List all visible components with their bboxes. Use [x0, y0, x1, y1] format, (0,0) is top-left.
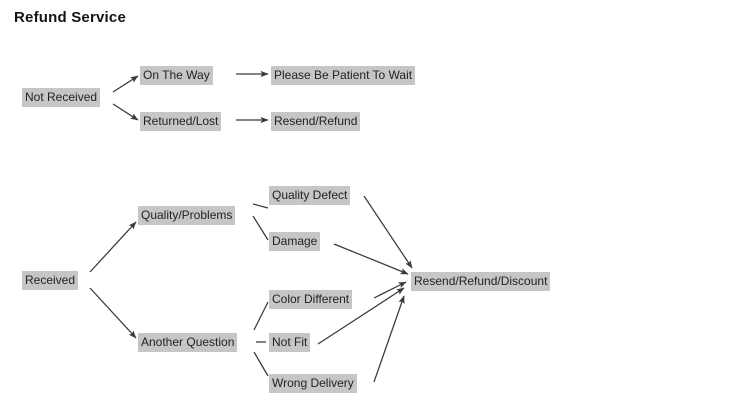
- node-on-the-way[interactable]: On The Way: [140, 66, 213, 85]
- node-not-received[interactable]: Not Received: [22, 88, 101, 107]
- edge-not-received-to-returned-lost: [112, 103, 139, 121]
- edge-not-received-to-on-the-way: [112, 75, 139, 93]
- edge-quality-problems-to-quality-defect: [252, 203, 269, 209]
- edge-another-question-to-wrong-delivery: [253, 351, 269, 377]
- edge-another-question-to-color-different: [253, 301, 269, 331]
- node-returned-lost[interactable]: Returned/Lost: [140, 112, 222, 131]
- node-received[interactable]: Received: [22, 271, 79, 290]
- node-please-be-patient-to-wait[interactable]: Please Be Patient To Wait: [271, 66, 416, 85]
- edge-color-different-to-resend-refund-discount: [373, 281, 407, 299]
- node-another-question[interactable]: Another Question: [138, 333, 238, 352]
- node-wrong-delivery[interactable]: Wrong Delivery: [269, 374, 357, 393]
- node-damage[interactable]: Damage: [269, 232, 321, 251]
- node-not-fit[interactable]: Not Fit: [269, 333, 311, 352]
- edge-received-to-another-question: [89, 287, 137, 339]
- edge-quality-problems-to-damage: [252, 215, 269, 241]
- node-resend-refund-discount[interactable]: Resend/Refund/Discount: [411, 272, 551, 291]
- edge-wrong-delivery-to-resend-refund-discount: [373, 295, 405, 383]
- node-quality-defect[interactable]: Quality Defect: [269, 186, 351, 205]
- node-quality-problems[interactable]: Quality/Problems: [138, 206, 236, 225]
- edge-damage-to-resend-refund-discount: [333, 243, 409, 275]
- node-resend-refund[interactable]: Resend/Refund: [271, 112, 361, 131]
- edge-received-to-quality-problems: [89, 221, 137, 273]
- page-title: Refund Service: [14, 9, 127, 26]
- edge-quality-defect-to-resend-refund-discount: [363, 195, 413, 269]
- node-color-different[interactable]: Color Different: [269, 290, 353, 309]
